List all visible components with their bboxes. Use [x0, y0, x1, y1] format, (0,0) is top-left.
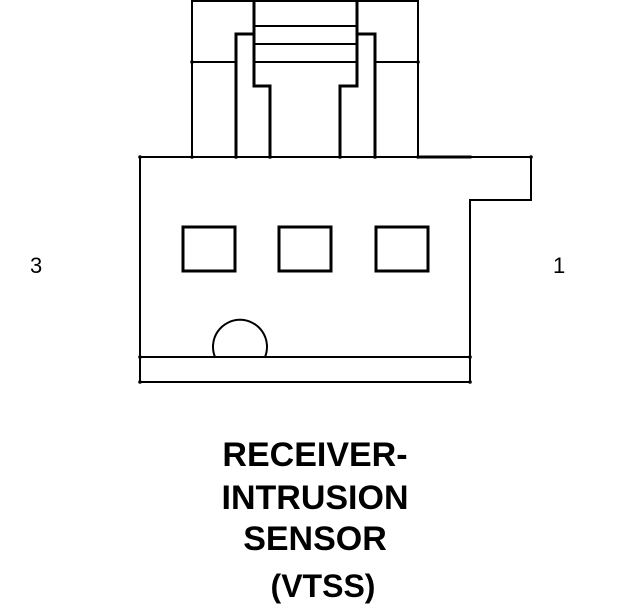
- caption-line-4: (VTSS): [270, 568, 376, 604]
- pin-label-3: 3: [30, 253, 43, 278]
- terminal-cavity-1: [374, 225, 430, 273]
- caption-line-1: RECEIVER-: [222, 436, 408, 474]
- junction-dots: [138, 60, 533, 384]
- terminal-cavity-2: [277, 225, 333, 273]
- caption-line-2: INTRUSION: [221, 479, 409, 517]
- connector-body: [139, 155, 532, 383]
- caption-line-3: SENSOR: [243, 520, 387, 558]
- polarizing-key: [212, 318, 268, 359]
- connector-latch: [191, 0, 419, 159]
- pin-label-1: 1: [553, 253, 566, 278]
- terminal-cavity-3: [181, 225, 237, 273]
